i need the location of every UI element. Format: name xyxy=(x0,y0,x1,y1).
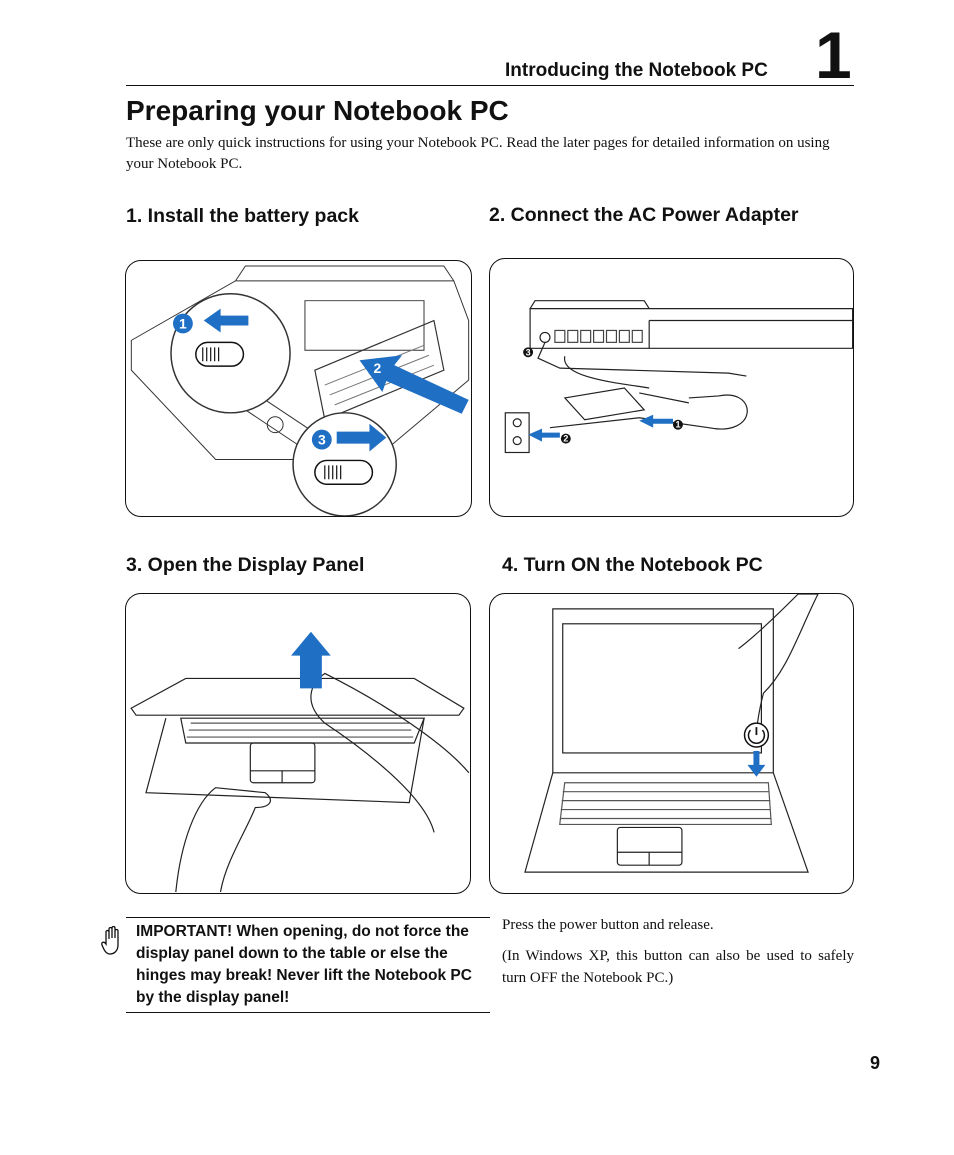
battery-callout-3: 3 xyxy=(318,432,326,448)
battery-callout-1: 1 xyxy=(179,315,187,331)
battery-illustration: 1 2 3 xyxy=(130,265,470,516)
battery-illustration-panel: 1 2 3 xyxy=(125,260,472,517)
ac-adapter-illustration-panel: 3 1 2 xyxy=(489,258,854,517)
ac-callout-1: 1 xyxy=(675,420,680,430)
chapter-number: 1 xyxy=(815,18,852,92)
power-on-illustration-panel xyxy=(489,593,854,894)
step4-note: (In Windows XP, this button can also be … xyxy=(502,948,854,986)
open-display-illustration xyxy=(130,631,470,893)
power-on-illustration xyxy=(524,594,819,873)
arrow-up-icon xyxy=(291,631,331,689)
hand-caution-icon xyxy=(101,925,119,955)
ac-callout-3: 3 xyxy=(526,347,531,357)
step-1-heading: 1. Install the battery pack xyxy=(126,205,360,227)
chapter-title: Introducing the Notebook PC xyxy=(505,60,768,81)
ac-adapter-illustration: 3 1 2 xyxy=(504,300,853,454)
arrow-left-icon xyxy=(203,308,249,333)
step-2-heading: 2. Connect the AC Power Adapter xyxy=(489,204,799,226)
important-note: IMPORTANT! When opening, do not force th… xyxy=(136,923,472,1006)
page-number: 9 xyxy=(870,1053,881,1073)
step-3-heading: 3. Open the Display Panel xyxy=(126,554,365,576)
ac-callout-2: 2 xyxy=(563,434,568,444)
intro-paragraph: These are only quick instructions for us… xyxy=(126,135,830,172)
important-rule-bottom xyxy=(126,1012,490,1013)
battery-callout-2: 2 xyxy=(374,360,382,376)
arrow-right-icon xyxy=(336,423,387,452)
open-display-illustration-panel xyxy=(125,593,471,894)
step-4-heading: 4. Turn ON the Notebook PC xyxy=(502,554,763,576)
header-rule xyxy=(126,85,854,86)
step4-instruction: Press the power button and release. xyxy=(502,917,714,933)
page-title: Preparing your Notebook PC xyxy=(126,95,509,126)
important-rule-top xyxy=(126,917,490,918)
